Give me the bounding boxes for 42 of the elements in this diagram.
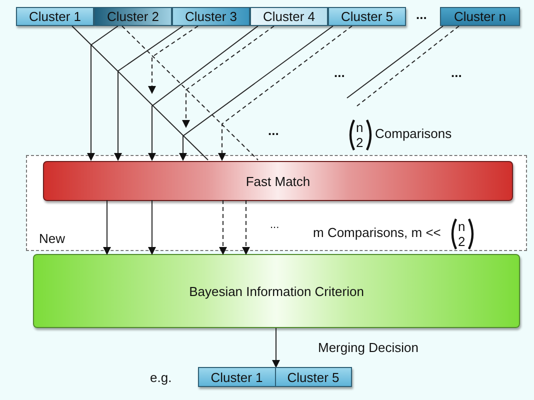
process-bar: Bayesian Information Criterion bbox=[33, 254, 520, 328]
note-text: Comparisons bbox=[375, 127, 452, 140]
arrow bbox=[218, 26, 352, 161]
binomial-term: 2 bbox=[356, 136, 364, 149]
ellipsis-mark: ... bbox=[416, 8, 427, 21]
binomial-term: n bbox=[458, 220, 466, 233]
region-label: New bbox=[39, 231, 66, 246]
cluster-box: Cluster 4 bbox=[250, 7, 328, 26]
connector-line bbox=[346, 26, 444, 98]
ellipsis-mark: ... bbox=[451, 66, 462, 79]
arrow bbox=[148, 200, 156, 255]
arrow bbox=[103, 200, 111, 255]
dashed-region bbox=[26, 155, 527, 251]
ellipsis-mark: ... bbox=[334, 66, 345, 79]
arrow bbox=[179, 26, 334, 161]
edge-label: Merging Decision bbox=[318, 340, 418, 355]
connector-line bbox=[356, 26, 460, 106]
arrow bbox=[242, 200, 250, 255]
arrow bbox=[182, 26, 274, 128]
binomial-term: n bbox=[356, 121, 364, 134]
cluster-box: Cluster n bbox=[440, 7, 520, 26]
cluster-box: Cluster 1 bbox=[16, 7, 94, 26]
arrow bbox=[272, 328, 280, 368]
cluster-box: Cluster 2 bbox=[94, 7, 172, 26]
cluster-box: Cluster 3 bbox=[172, 7, 250, 26]
cluster-box: Cluster 5 bbox=[328, 7, 406, 26]
note-text: m Comparisons, m << bbox=[313, 226, 441, 239]
connector-line bbox=[122, 26, 258, 160]
binomial-term: 2 bbox=[458, 235, 466, 248]
connector-line bbox=[72, 26, 208, 160]
arrow bbox=[219, 200, 227, 255]
note-text: ... bbox=[270, 220, 280, 231]
note-text: e.g. bbox=[150, 371, 172, 384]
arrow bbox=[148, 26, 198, 94]
ellipsis-mark: ... bbox=[268, 124, 279, 137]
cluster-cell: Cluster 5 bbox=[274, 368, 351, 386]
arrow bbox=[148, 26, 258, 161]
merged-cluster-box bbox=[198, 367, 352, 387]
cluster-cell: Cluster 1 bbox=[199, 368, 274, 386]
process-bar: Fast Match bbox=[43, 161, 513, 201]
arrow bbox=[87, 26, 118, 161]
arrow bbox=[114, 26, 184, 161]
